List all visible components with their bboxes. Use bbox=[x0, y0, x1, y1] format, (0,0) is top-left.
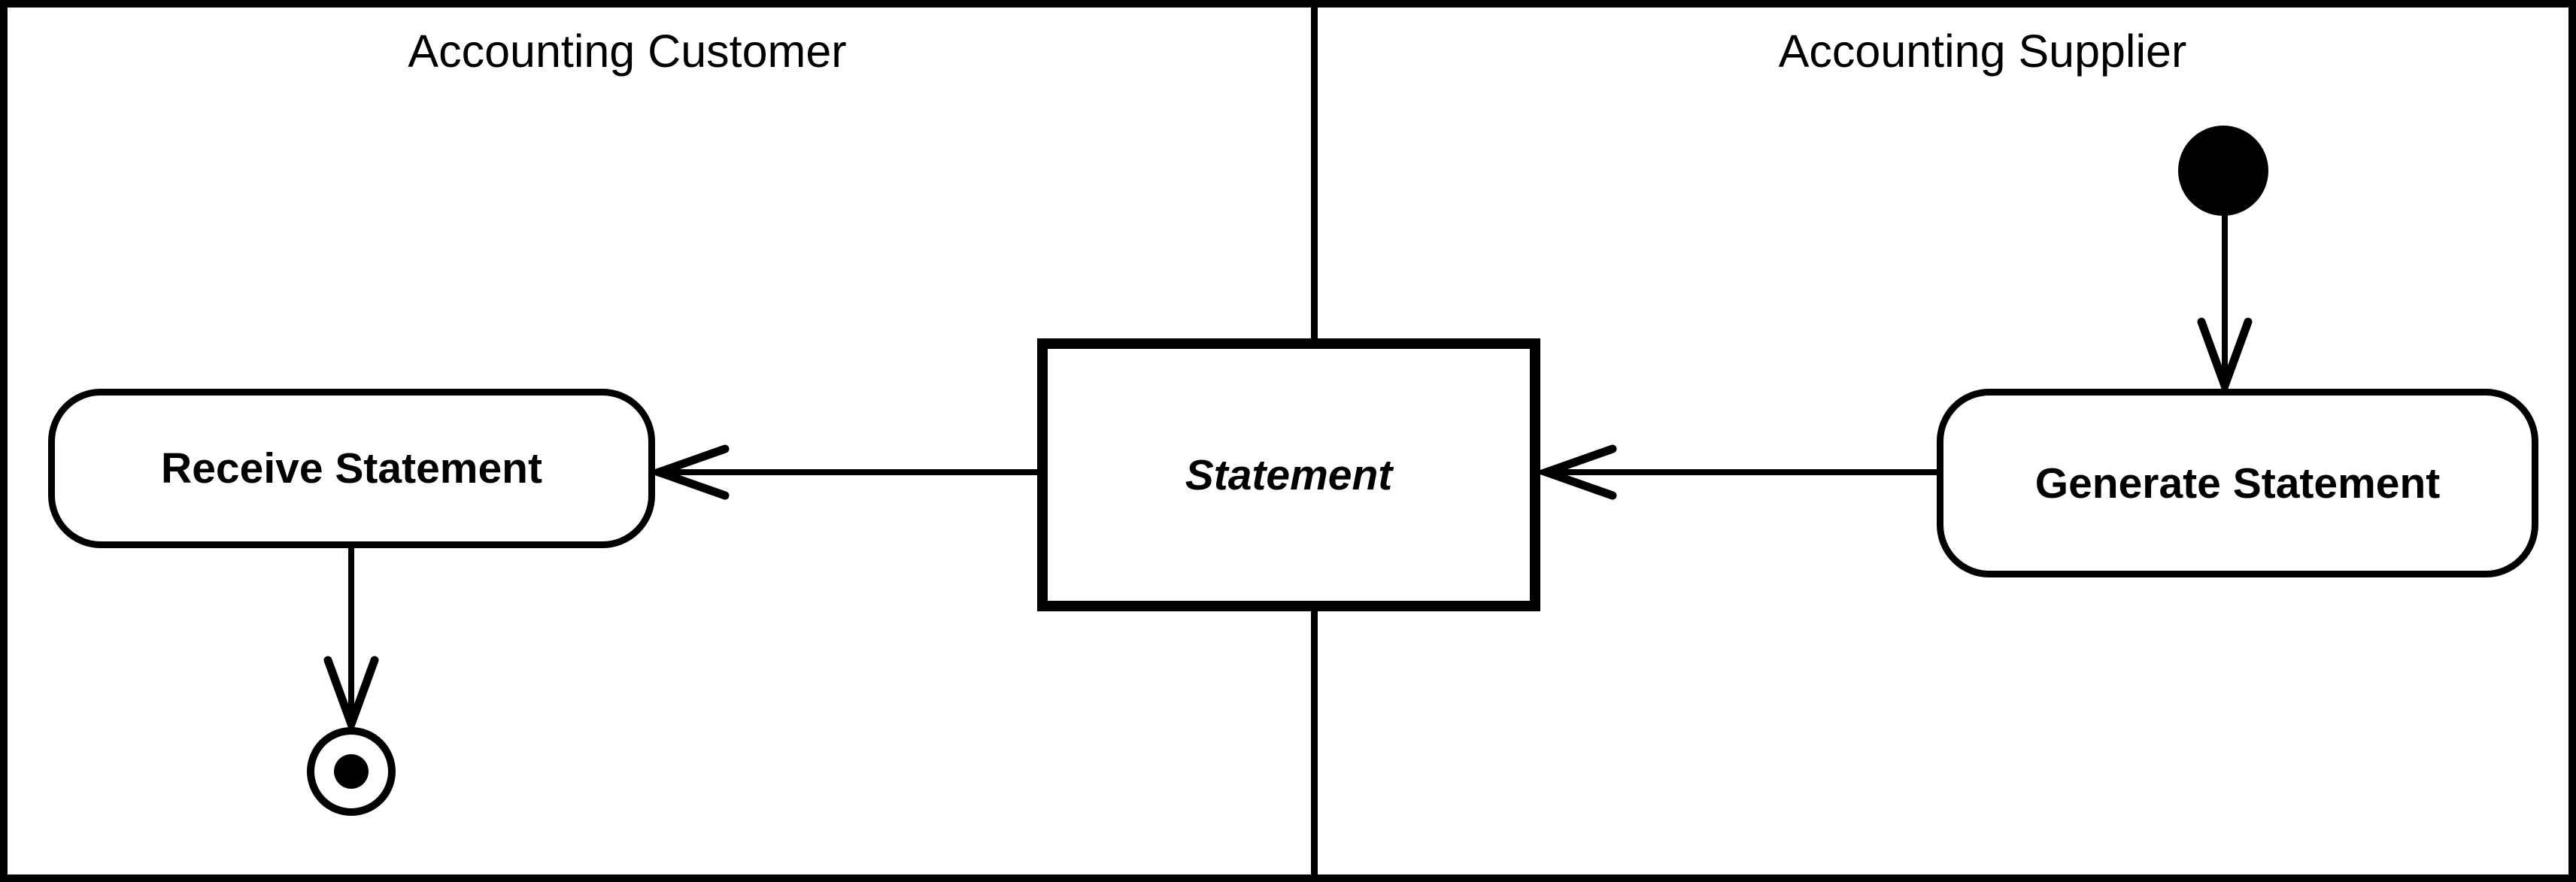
arrowhead-down-icon bbox=[323, 656, 379, 737]
edge-initial-to-generate bbox=[2197, 213, 2253, 399]
edge-generate-to-statement bbox=[1534, 444, 1938, 500]
initial-node-icon bbox=[2178, 126, 2268, 216]
lane-title-accounting-supplier: Accounting Supplier bbox=[1778, 26, 2187, 77]
arrowhead-left-icon bbox=[646, 444, 730, 500]
action-node-generate-statement: Generate Statement bbox=[1937, 389, 2538, 577]
lane-title-accounting-customer: Accounting Customer bbox=[408, 26, 847, 77]
object-node-label: Statement bbox=[1185, 450, 1393, 499]
action-node-label: Generate Statement bbox=[2034, 459, 2441, 508]
activity-final-node-icon bbox=[307, 727, 396, 816]
object-node-statement: Statement bbox=[1037, 338, 1540, 611]
final-node-dot-icon bbox=[334, 754, 369, 789]
arrowhead-left-icon bbox=[1534, 444, 1617, 500]
arrowhead-down-icon bbox=[2197, 317, 2253, 399]
edge-statement-to-receive bbox=[646, 444, 1039, 500]
action-node-receive-statement: Receive Statement bbox=[48, 389, 655, 548]
edge-receive-to-final bbox=[323, 546, 379, 737]
action-node-label: Receive Statement bbox=[161, 444, 542, 493]
